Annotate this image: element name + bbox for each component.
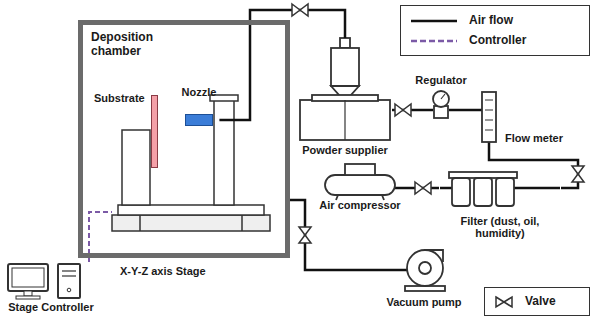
valve-symbol-part [415, 182, 431, 194]
xyz-stage-drawing-part [118, 205, 264, 215]
compressor-drawing [325, 164, 405, 200]
filter-drawing-part [496, 178, 514, 206]
computer-icon-part [62, 270, 76, 271]
filter-drawing [440, 172, 560, 206]
xyz-stage-node: X-Y-Z axis Stage [112, 196, 272, 280]
substrate-node: Substrate [92, 90, 160, 168]
nozzle-column [210, 95, 238, 205]
legend-row: Air flow [409, 11, 581, 31]
air-flow-sample [411, 19, 457, 22]
vacuum-pump-drawing-part [425, 250, 443, 262]
substrate-label: Substrate [94, 92, 145, 105]
powder-supplier-drawing-part [331, 48, 359, 86]
vacuum-pump-node: Vacuum pump [378, 245, 470, 311]
air-filter-label: Filter (dust, oil, humidity) [442, 215, 558, 240]
valve-symbol-part [292, 4, 308, 16]
regulator-drawing-part [449, 109, 470, 112]
compressor-drawing-part [325, 175, 395, 195]
legend-box: Valve [484, 287, 590, 316]
deposition-chamber-node: Deposition chamberSubstrate Nozzle [78, 20, 290, 258]
air-pipe [489, 146, 578, 188]
legend-sample [409, 14, 459, 28]
compressor-drawing-part [382, 195, 384, 200]
vacuum-pump-drawing-part [378, 269, 407, 272]
powder-supplier-label: Powder supplier [302, 144, 388, 157]
powder-supplier-drawing-part [300, 100, 390, 140]
powder-supplier-drawing-part [340, 38, 350, 48]
computer-icon-part [16, 296, 40, 299]
vacuum-pump-drawing [378, 250, 445, 291]
air-compressor-node: Air compressor [315, 162, 405, 212]
deposition-chamber-label: Deposition chamber [91, 31, 175, 59]
xyz-stage-drawing [112, 205, 270, 231]
valve-symbol-part [572, 166, 584, 182]
nozzle-shape [185, 114, 213, 126]
substrate-holder-part [122, 130, 150, 205]
flow-meter-drawing-part [485, 120, 493, 121]
regulator-drawing-part [441, 94, 445, 99]
air-filter-node: Filter (dust, oil, humidity) [439, 170, 561, 242]
regulator-drawing [412, 91, 470, 118]
filter-drawing-part [452, 178, 470, 206]
nozzle-column-part [214, 100, 234, 205]
air-pipe [219, 10, 345, 120]
filter-drawing-part [440, 187, 452, 190]
vacuum-pump-label: Vacuum pump [386, 296, 461, 309]
substrate-shape [151, 95, 158, 168]
flow-meter-drawing-part [485, 100, 493, 101]
air-compressor-label: Air compressor [319, 199, 400, 212]
computer-icon-part [12, 268, 44, 287]
xyz-stage-drawing-part [139, 215, 141, 231]
flow-meter-label: Flow meter [505, 132, 563, 145]
powder-supplier-drawing [300, 38, 390, 140]
filter-drawing-part [474, 178, 492, 206]
regulator-label: Regulator [415, 74, 466, 87]
air-pipe [470, 109, 478, 112]
nozzle-node: Nozzle [179, 86, 220, 128]
legend-label: Air flow [469, 14, 513, 28]
flow-meter-drawing-part [485, 110, 493, 111]
legend-box: Air flowController [400, 5, 590, 56]
legend-sample [493, 295, 515, 309]
legend-label: Controller [469, 34, 526, 48]
compressor-drawing-part [345, 164, 375, 175]
valve-symbol [496, 297, 512, 307]
computer-icon-part [62, 275, 76, 276]
xyz-stage-label: X-Y-Z axis Stage [120, 265, 206, 278]
computer-icon-part [58, 264, 80, 298]
vacuum-pump-drawing-part [407, 250, 443, 286]
regulator-node: Regulator [412, 74, 470, 122]
xyz-stage-drawing-part [112, 215, 270, 231]
stage-controller-label: Stage Controller [8, 301, 94, 314]
legend-sample [409, 34, 459, 48]
stage-controller-node: Stage Controller [5, 262, 97, 317]
controller-line-sample [411, 39, 457, 42]
compressor-drawing-part [336, 195, 338, 200]
flow-meter-drawing [478, 92, 496, 146]
legend-label: Valve [525, 295, 556, 309]
substrate-holder [122, 130, 150, 205]
computer-icon-part [8, 264, 48, 291]
valve-symbol-part [299, 227, 311, 243]
nozzle-label: Nozzle [182, 86, 217, 99]
powder-supplier-node: Powder supplier [298, 38, 392, 158]
vacuum-pump-drawing-part [419, 262, 431, 274]
xyz-stage-drawing-part [241, 215, 243, 231]
computer-icon-part [24, 291, 32, 296]
flow-meter-node: Flow meter [478, 88, 566, 146]
powder-supplier-drawing-part [344, 100, 345, 140]
regulator-drawing-part [433, 91, 449, 107]
computer-icon-part [67, 288, 71, 292]
computer-icon [8, 264, 80, 299]
compressor-drawing-part [395, 187, 405, 190]
flow-meter-drawing-part [485, 130, 493, 131]
legend-row: Controller [409, 31, 581, 51]
regulator-drawing-part [412, 109, 433, 112]
filter-drawing-part [514, 187, 560, 190]
flow-meter-drawing-part [482, 92, 496, 142]
legend-row: Valve [493, 292, 581, 312]
valve-symbol-part [395, 104, 411, 116]
